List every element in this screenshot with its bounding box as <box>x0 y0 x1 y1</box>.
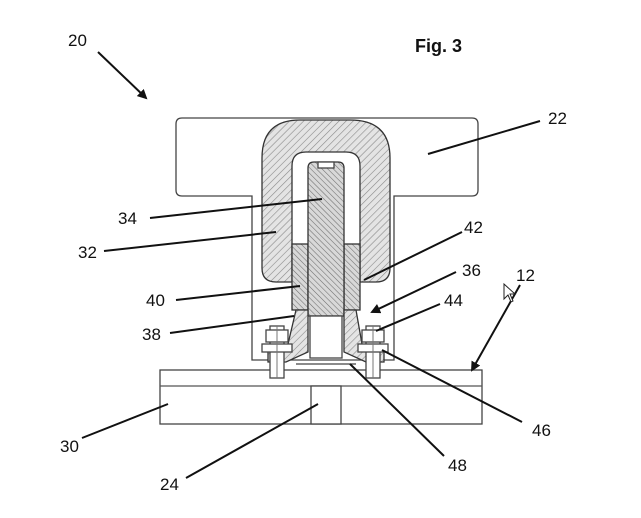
label-36: 36 <box>462 261 481 280</box>
leader-20 <box>97 51 148 100</box>
leader-40 <box>175 285 301 301</box>
left-bolt <box>261 325 293 379</box>
label-46: 46 <box>532 421 551 440</box>
right-bolt <box>357 325 389 379</box>
leader-46 <box>381 349 523 423</box>
figure-title: Fig. 3 <box>415 36 462 56</box>
label-24: 24 <box>160 475 179 494</box>
label-20: 20 <box>68 31 87 50</box>
label-22: 22 <box>548 109 567 128</box>
leader-30 <box>81 403 169 439</box>
leader-24 <box>185 403 319 479</box>
leader-48 <box>349 363 445 457</box>
base-plate <box>159 369 483 425</box>
labels: Fig. 3 20 22 34 32 42 36 12 40 44 38 30 … <box>60 31 567 494</box>
label-30: 30 <box>60 437 79 456</box>
leader-36 <box>370 271 457 314</box>
label-42: 42 <box>464 218 483 237</box>
central-post <box>307 161 345 317</box>
leader-32 <box>103 231 277 252</box>
mouse-pointer-icon <box>503 282 517 303</box>
leader-12 <box>471 284 521 372</box>
leader-34 <box>149 198 323 219</box>
label-38: 38 <box>142 325 161 344</box>
leader-22 <box>427 120 541 155</box>
leader-42 <box>363 231 463 281</box>
label-12: 12 <box>516 266 535 285</box>
label-32: 32 <box>78 243 97 262</box>
label-40: 40 <box>146 291 165 310</box>
leader-38 <box>169 315 295 334</box>
leader-lines <box>81 51 541 479</box>
leader-44 <box>375 303 441 332</box>
label-44: 44 <box>444 291 463 310</box>
label-34: 34 <box>118 209 137 228</box>
label-48: 48 <box>448 456 467 475</box>
